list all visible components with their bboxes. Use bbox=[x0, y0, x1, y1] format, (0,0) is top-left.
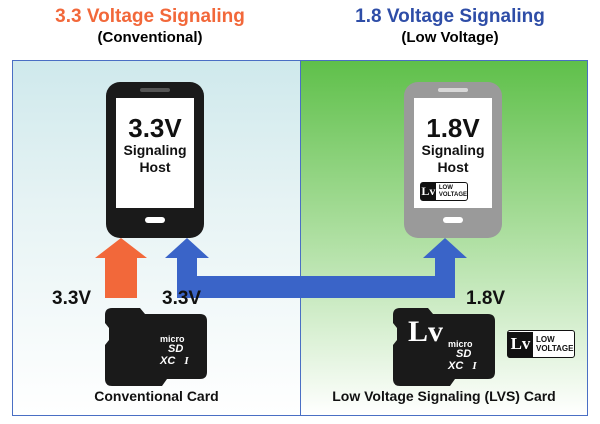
lv-badge-mark-icon: Lv bbox=[508, 331, 533, 357]
right-card-sd: SD bbox=[456, 348, 472, 360]
left-card-caption: Conventional Card bbox=[94, 388, 219, 404]
orange-arrow bbox=[95, 238, 147, 298]
right-phone-screen: 1.8V Signaling Host bbox=[414, 114, 492, 176]
right-card-micro: micro bbox=[448, 339, 473, 349]
left-card-xc: XC bbox=[160, 355, 176, 367]
lv-badge-line1: LOW bbox=[438, 184, 453, 191]
right-title: 1.8 Voltage Signaling bbox=[355, 6, 545, 27]
right-phone-line2: Host bbox=[437, 159, 469, 175]
left-card-sd: SD bbox=[168, 343, 184, 355]
blue-arrow-label-right: 1.8V bbox=[466, 288, 506, 309]
left-card-logo: micro SD XC I bbox=[160, 334, 200, 368]
left-header: 3.3 Voltage Signaling (Conventional) bbox=[0, 6, 300, 48]
right-subtitle: (Low Voltage) bbox=[401, 29, 499, 46]
left-microsd-card bbox=[105, 308, 207, 386]
lv-badge: Lv LOW VOLTAGE bbox=[507, 330, 575, 358]
lv-badge-text-line1: LOW bbox=[536, 335, 555, 344]
right-card-lv-mark: Lv bbox=[408, 315, 444, 348]
right-card-xc: XC bbox=[448, 360, 464, 372]
right-card-class: I bbox=[472, 360, 477, 372]
blue-arrow-connector bbox=[165, 238, 467, 298]
lv-mark-icon: Lv bbox=[421, 183, 436, 200]
phone-lv-badge: Lv LOW VOLTAGE bbox=[420, 182, 468, 201]
left-card-class: I bbox=[184, 355, 189, 367]
left-subtitle: (Conventional) bbox=[97, 29, 203, 46]
lv-badge-line2: VOLTAGE bbox=[438, 191, 467, 198]
orange-arrow-label: 3.3V bbox=[52, 288, 92, 309]
right-phone-voltage: 1.8V bbox=[426, 113, 480, 143]
left-phone-line1: Signaling bbox=[123, 142, 187, 158]
left-phone-screen: 3.3V Signaling Host bbox=[116, 114, 194, 176]
lv-badge-text-line2: VOLTAGE bbox=[536, 344, 574, 353]
left-phone bbox=[106, 82, 204, 238]
left-title: 3.3 Voltage Signaling bbox=[55, 6, 245, 27]
left-phone-voltage: 3.3V bbox=[128, 113, 182, 143]
left-phone-line2: Host bbox=[139, 159, 171, 175]
right-phone-line1: Signaling bbox=[421, 142, 485, 158]
left-card-micro: micro bbox=[160, 334, 185, 344]
blue-arrow-label-left: 3.3V bbox=[162, 288, 202, 309]
right-header: 1.8 Voltage Signaling (Low Voltage) bbox=[300, 6, 600, 48]
right-microsd-card bbox=[393, 308, 495, 386]
right-card-caption: Low Voltage Signaling (LVS) Card bbox=[332, 388, 556, 404]
right-card-logo: micro SD XC I bbox=[448, 339, 492, 373]
